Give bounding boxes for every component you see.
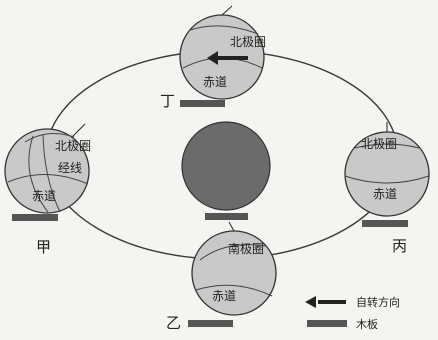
globe-jia: 北极圈 经线 赤道 甲 xyxy=(4,123,91,256)
globe-jia-pole-circle-line xyxy=(24,132,75,143)
globe-ding-axis xyxy=(221,5,233,16)
globe-bing-pole-circle-label: 北极圈 xyxy=(361,137,397,151)
legend-board-label: 木板 xyxy=(356,317,378,331)
globe-jia-pole-circle-label: 北极圈 xyxy=(55,139,91,153)
globe-jia-meridian-label: 经线 xyxy=(58,161,82,175)
globe-bing-board xyxy=(362,220,408,227)
globe-yi-pole-circle-line xyxy=(199,244,267,261)
globe-jia-equator-label: 赤道 xyxy=(32,189,56,203)
globe-jia-axis xyxy=(71,123,86,138)
globe-bing-pole-circle-line xyxy=(354,143,420,149)
globe-yi-equator-line xyxy=(195,284,273,297)
rotation-arrow-head xyxy=(207,51,218,65)
legend-arrow-icon xyxy=(305,296,316,308)
globe-jia-board xyxy=(12,214,58,221)
globe-jia-position-label: 甲 xyxy=(36,238,51,256)
globe-ding-pole-circle-label: 北极圈 xyxy=(230,35,266,49)
globe-ding: 北极圈 赤道 丁 xyxy=(160,5,266,110)
center-ball xyxy=(181,121,271,211)
globe-ding-position-label: 丁 xyxy=(160,92,175,110)
globe-jia-equator-line xyxy=(7,174,89,185)
globe-yi-board xyxy=(188,320,233,327)
globe-bing-equator-label: 赤道 xyxy=(373,187,397,201)
legend-board-swatch xyxy=(307,320,347,327)
globe-ding-pole-circle-line xyxy=(189,25,259,35)
globe-yi-position-label: 乙 xyxy=(166,314,181,332)
globe-jia-meridian-line-1 xyxy=(28,135,49,213)
center-board xyxy=(205,213,248,220)
globe-yi: 南极圈 赤道 乙 xyxy=(166,221,277,332)
globe-yi-equator-label: 赤道 xyxy=(212,289,236,303)
legend-rotation-label: 自转方向 xyxy=(356,295,400,309)
globe-yi-axis xyxy=(228,221,235,232)
globe-ding-equator-label: 赤道 xyxy=(203,75,227,89)
globe-bing-position-label: 丙 xyxy=(392,237,407,255)
globe-bing: 北极圈 赤道 丙 xyxy=(344,122,430,255)
globe-jia-meridian-line-2 xyxy=(42,133,61,213)
globe-yi-pole-circle-label: 南极圈 xyxy=(228,241,264,256)
globe-bing-equator-line xyxy=(344,175,430,184)
legend: 自转方向 木板 xyxy=(305,295,400,331)
globe-ding-board xyxy=(180,100,225,107)
